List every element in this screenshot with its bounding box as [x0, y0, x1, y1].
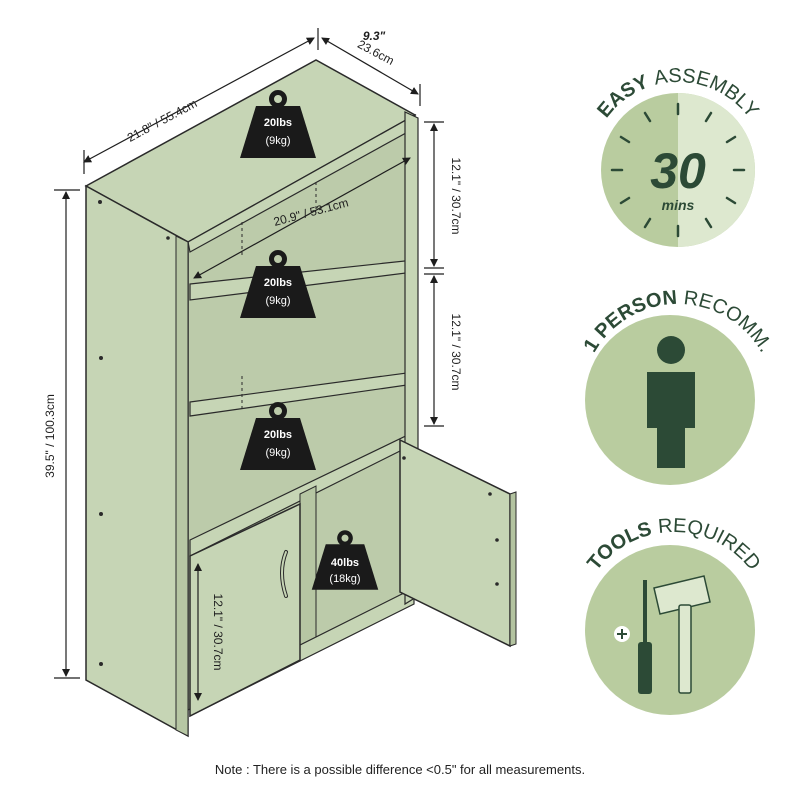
- left-cabinet-door: [189, 502, 301, 718]
- svg-text:(9kg): (9kg): [265, 295, 290, 307]
- svg-text:40lbs: 40lbs: [331, 557, 359, 569]
- svg-text:20lbs: 20lbs: [264, 277, 292, 289]
- shelf-height-2-label: 12.1" / 30.7cm: [449, 314, 463, 391]
- cabinet-height-label: 12.1" / 30.7cm: [211, 594, 225, 671]
- svg-text:20lbs: 20lbs: [264, 429, 292, 441]
- svg-text:(9kg): (9kg): [265, 447, 290, 459]
- hammer-icon: [653, 575, 711, 694]
- shelf-height-1-label: 12.1" / 30.7cm: [449, 158, 463, 235]
- plus-icon: [614, 626, 630, 642]
- weight-capacity-top: 20lbs (9kg): [240, 90, 316, 158]
- person-icon: [647, 336, 695, 468]
- weight-capacity-shelf-1: 20lbs (9kg): [240, 250, 316, 318]
- height-label: 39.5" / 100.3cm: [43, 394, 57, 478]
- hinge-holes: [98, 200, 170, 666]
- assembly-unit: mins: [662, 197, 695, 213]
- clock-icon: [610, 102, 746, 238]
- front-edge: [175, 235, 189, 737]
- svg-text:20lbs: 20lbs: [264, 117, 292, 129]
- left-side-panel: [85, 184, 189, 738]
- svg-text:(9kg): (9kg): [265, 135, 290, 147]
- svg-text:(18kg): (18kg): [329, 573, 360, 585]
- weight-capacity-shelf-2: 20lbs (9kg): [240, 402, 316, 470]
- cabinet-partition: [299, 485, 317, 649]
- right-cabinet-door: [399, 438, 511, 648]
- assembly-minutes: 30: [650, 143, 706, 199]
- screwdriver-icon: [638, 580, 652, 694]
- weight-capacity-cabinet: 40lbs (18kg): [311, 530, 379, 590]
- depth-inch-label: 9.3": [363, 29, 386, 43]
- measurement-note: Note : There is a possible difference <0…: [214, 762, 586, 777]
- dimension-lines: [54, 28, 444, 701]
- easy-assembly-badge: EASYASSEMBLY 30 mins: [593, 65, 763, 247]
